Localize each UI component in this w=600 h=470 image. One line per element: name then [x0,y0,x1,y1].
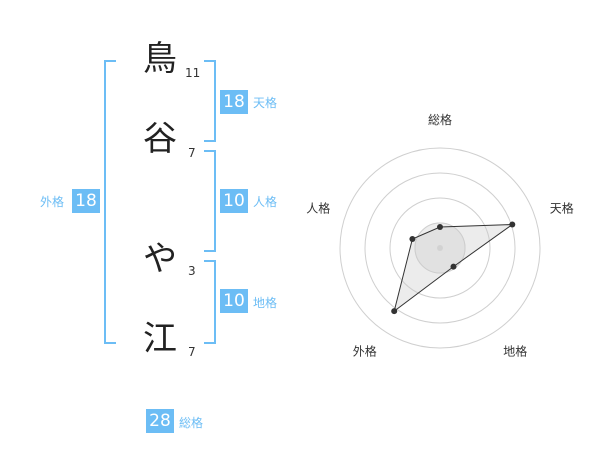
radar-axis-label-1: 総格 [428,112,452,127]
tenkaku-label: 天格 [253,96,278,110]
stroke-count-4: 7 [188,345,196,359]
soukaku-value: 28 [146,409,174,433]
jinkaku-bracket [204,150,216,252]
radar-point-1 [437,224,443,230]
stroke-count-3: 3 [188,264,196,278]
gaikaku-label: 外格 [40,195,65,209]
radar-axis-label-5: 人格 [306,200,330,215]
jinkaku-label: 人格 [253,195,278,209]
radar-point-5 [409,236,416,242]
soukaku-label: 総格 [179,416,204,430]
name-char-4: 江 [143,319,177,359]
chikaku-value: 10 [220,289,248,313]
tenkaku-bracket [204,60,216,142]
tenkaku-value: 18 [220,90,248,114]
chikaku-bracket [204,260,216,344]
radar-axis-label-3: 地格 [503,344,527,359]
stroke-count-1: 11 [185,66,201,80]
name-char-1: 鳥 [143,39,177,79]
gaikaku-bracket [104,60,116,344]
name-char-2: 谷 [143,119,177,159]
gaikaku-value: 18 [72,189,100,213]
radar-ring-2 [389,197,491,299]
radar-axis-label-2: 天格 [550,200,574,215]
radar-axis-label-4: 外格 [353,344,377,359]
radar-point-3 [450,263,457,270]
chikaku-label: 地格 [253,296,278,310]
stroke-count-2: 7 [188,146,196,160]
jinkaku-value: 10 [220,189,248,213]
radar-center-dot [437,245,443,251]
name-char-3: や [143,239,177,279]
radar-series-polygon [393,223,514,313]
radar-point-2 [509,221,516,228]
radar-ring-4 [339,147,541,349]
radar-point-4 [391,308,398,315]
radar-ring-3 [364,172,516,324]
